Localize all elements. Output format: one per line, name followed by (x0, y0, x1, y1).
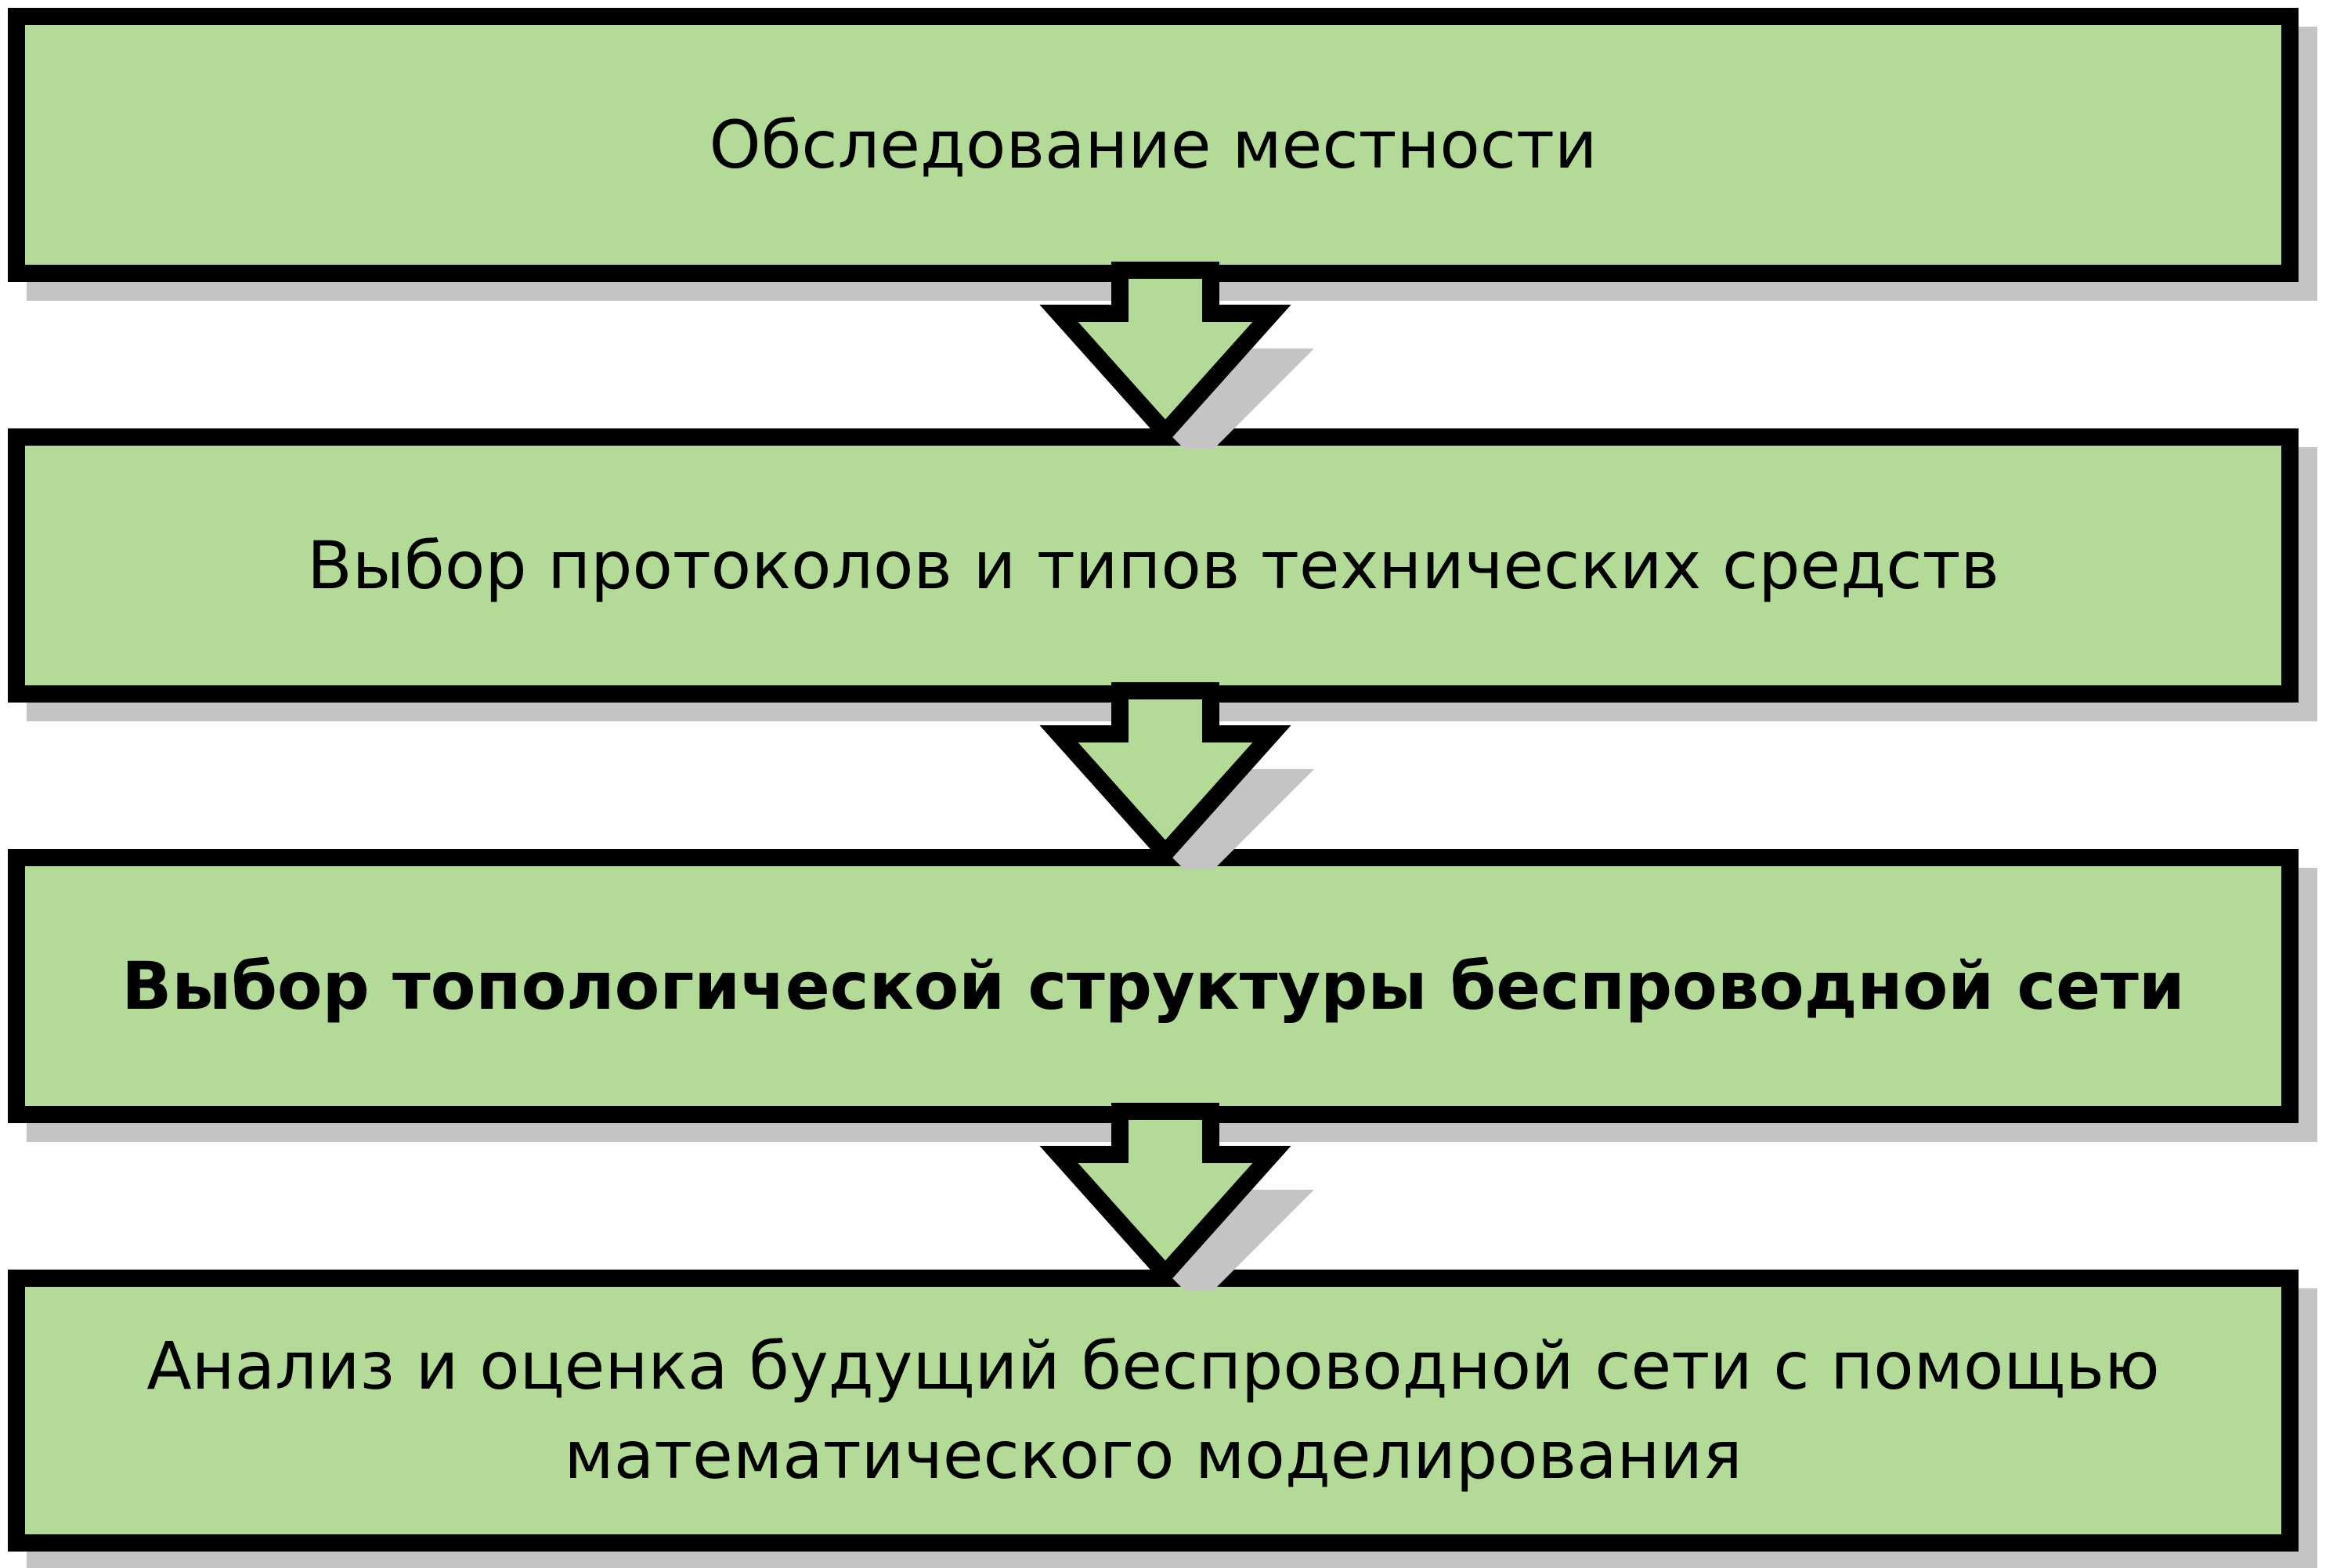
step-label-topology-selection: Выбор топологической структуры беспровод… (121, 948, 2185, 1024)
down-arrow-icon (1039, 682, 1314, 869)
step-box-analysis: Анализ и оценка будущий беспроводной сет… (8, 1270, 2299, 1552)
down-arrow-icon (1039, 1103, 1314, 1290)
step-label-site-survey: Обследование местности (709, 107, 1598, 183)
step-box-site-survey: Обследование местности (8, 8, 2299, 282)
step-label-protocol-selection: Выбор протоколов и типов технических сре… (307, 527, 1999, 604)
down-arrow-icon (1039, 262, 1314, 449)
step-label-analysis: Анализ и оценка будущий беспроводной сет… (146, 1328, 2160, 1494)
step-box-topology-selection: Выбор топологической структуры беспровод… (8, 849, 2299, 1123)
step-box-protocol-selection: Выбор протоколов и типов технических сре… (8, 428, 2299, 703)
